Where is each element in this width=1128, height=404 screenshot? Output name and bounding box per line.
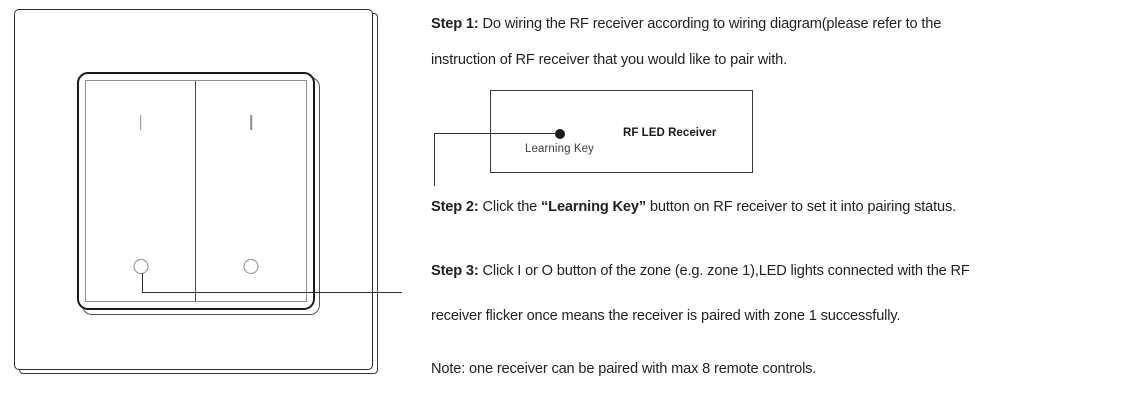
step-2-text-a: Click the (478, 199, 542, 215)
off-mark-icon: O (133, 259, 148, 274)
step-2-label: Step 2: (431, 199, 479, 215)
learning-key-callout-vertical (434, 133, 436, 186)
rf-receiver-diagram: Learning Key RF LED Receiver (431, 85, 831, 195)
receiver-body (490, 90, 753, 173)
step-3-line-1: Step 3: Click I or O button of the zone … (431, 262, 970, 281)
learning-key-dot-icon[interactable] (555, 129, 565, 139)
learning-key-callout-horizontal (434, 133, 556, 135)
callout-line-horizontal (142, 292, 402, 294)
step-2-text-b: button on RF receiver to set it into pai… (645, 199, 957, 215)
step-2-line: Step 2: Click the “Learning Key” button … (431, 198, 956, 217)
on-mark-icon: I (139, 115, 142, 130)
step-1-text: Do wiring the RF receiver according to w… (478, 16, 942, 32)
learning-key-quoted: “Learning Key” (541, 199, 646, 215)
step-3-text: Click I or O button of the zone (e.g. zo… (478, 263, 970, 279)
rocker-zone-2[interactable]: I O (196, 81, 306, 301)
note-line: Note: one receiver can be paired with ma… (431, 361, 817, 377)
rocker-zone-1[interactable]: I O (86, 81, 196, 301)
on-mark-icon: I (250, 115, 252, 130)
step-1-line-2: instruction of RF receiver that you woul… (431, 52, 788, 68)
step-3-line-2: receiver flicker once means the receiver… (431, 308, 901, 324)
step-3-label: Step 3: (431, 263, 479, 279)
callout-line-vertical (142, 273, 144, 293)
learning-key-label: Learning Key (525, 143, 594, 155)
step-1-label: Step 1: (431, 16, 479, 32)
receiver-title-label: RF LED Receiver (623, 127, 717, 139)
instruction-text-column: Step 1: Do wiring the RF receiver accord… (431, 0, 1121, 404)
off-mark-icon: O (243, 259, 259, 274)
step-1-line-1: Step 1: Do wiring the RF receiver accord… (431, 15, 941, 34)
rocker-panel: I O I O (85, 80, 307, 302)
wall-switch-illustration: I O I O (0, 0, 410, 404)
